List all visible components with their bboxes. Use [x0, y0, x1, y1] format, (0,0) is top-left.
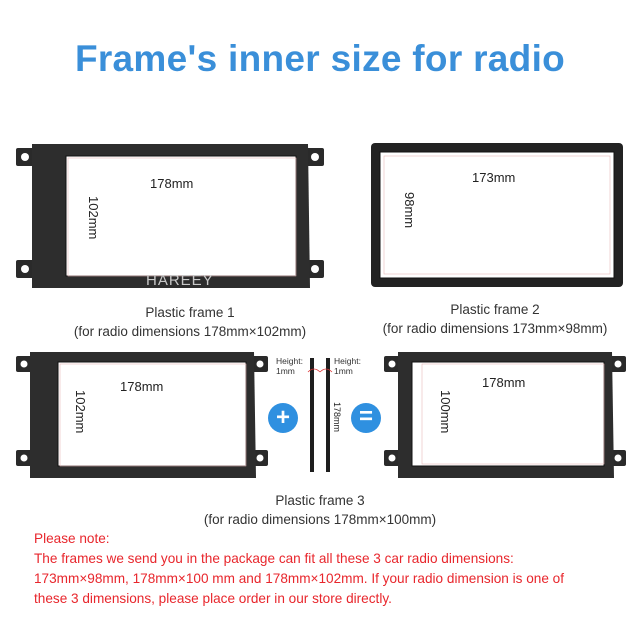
frame2-caption: Plastic frame 2 (for radio dimensions 17… — [360, 300, 630, 338]
frame3-base-height-label: 102mm — [73, 390, 88, 434]
note-line-3: these 3 dimensions, please place order i… — [34, 591, 392, 606]
plastic-frame-3-base — [16, 352, 268, 478]
frame3-caption-title: Plastic frame 3 — [275, 493, 365, 508]
frame1-caption: Plastic frame 1 (for radio dimensions 17… — [30, 303, 350, 341]
equals-icon: = — [351, 403, 381, 433]
spacer-strips — [307, 358, 333, 472]
frame2-caption-dimensions: (for radio dimensions 173mm×98mm) — [382, 321, 608, 336]
frame3-caption-dimensions: (for radio dimensions 178mm×100mm) — [203, 512, 437, 527]
strip-length-label: 178mm — [332, 402, 342, 433]
note-line-1: The frames we send you in the package ca… — [34, 551, 514, 566]
plastic-frame-2 — [371, 143, 623, 287]
page-title: Frame's inner size for radio — [74, 38, 566, 79]
frame3-assembled-width-label: 178mm — [482, 375, 526, 390]
strip-right-height-label: Height: 1mm — [334, 356, 361, 376]
frame3-assembled-height-label: 100mm — [438, 390, 453, 434]
frame1-caption-dimensions: (for radio dimensions 178mm×102mm) — [73, 324, 307, 339]
frame3-caption: Plastic frame 3 (for radio dimensions 17… — [160, 491, 480, 529]
frame1-width-label: 178mm — [150, 176, 194, 191]
frame2-width-label: 173mm — [472, 170, 516, 185]
watermark: HAREEY — [146, 272, 214, 289]
frame3-base-width-label: 178mm — [120, 379, 164, 394]
note-heading: Please note: — [34, 531, 110, 546]
frame1-height-label: 102mm — [86, 196, 101, 240]
frame1-caption-title: Plastic frame 1 — [145, 305, 235, 320]
please-note: Please note: The frames we send you in t… — [34, 529, 634, 609]
plastic-frame-1 — [16, 144, 324, 288]
plastic-frame-3-assembled — [384, 352, 626, 478]
plus-icon: + — [268, 403, 298, 433]
frame2-caption-title: Plastic frame 2 — [450, 302, 540, 317]
frame2-height-label: 98mm — [402, 192, 417, 229]
strip-left-height-label: Height: 1mm — [276, 356, 303, 376]
note-line-2: 173mm×98mm, 178mm×100 mm and 178mm×102mm… — [34, 571, 565, 586]
